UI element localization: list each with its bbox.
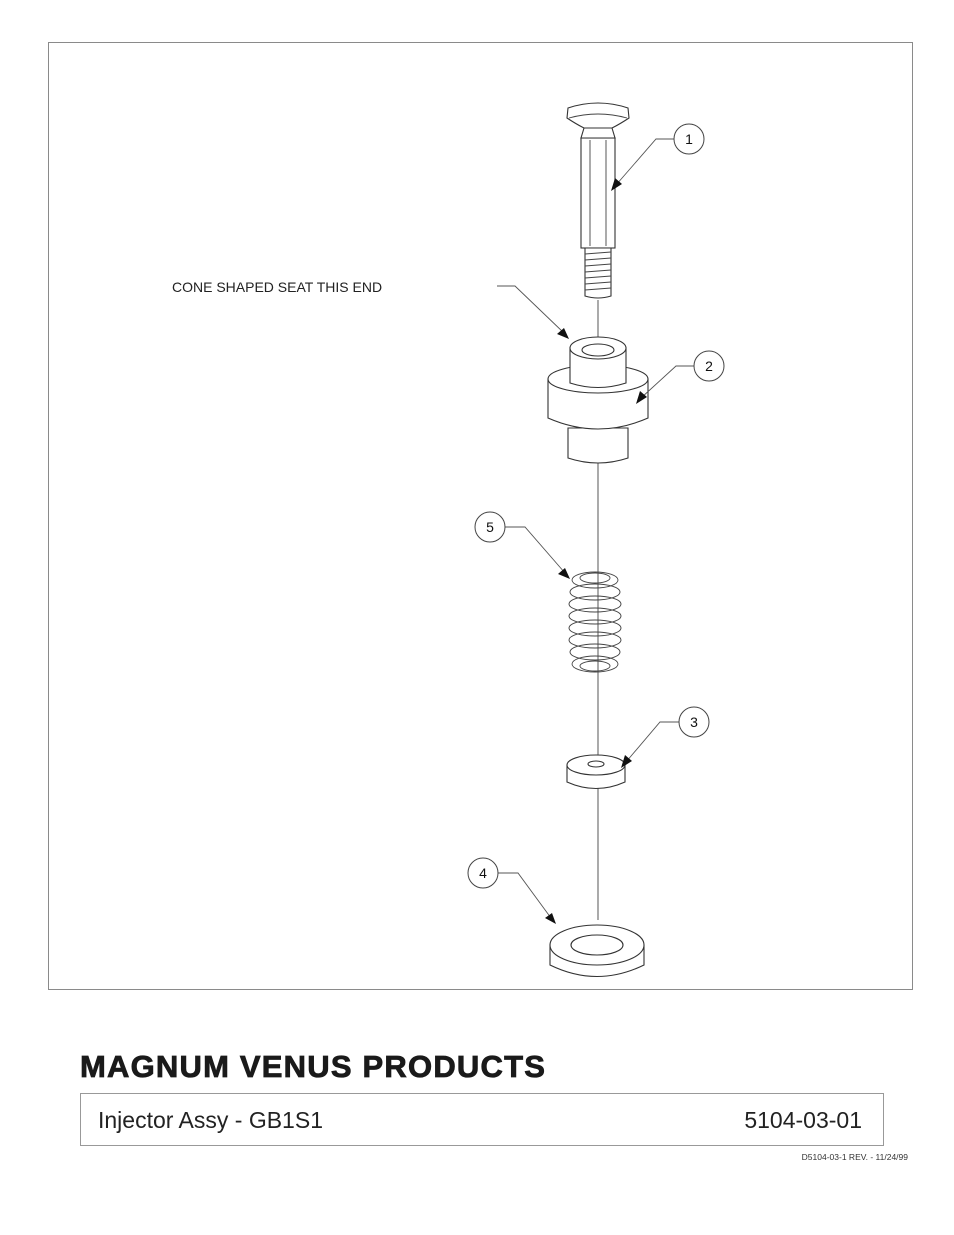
callout-number-5: 5 xyxy=(486,519,494,535)
callout-2: 2 xyxy=(636,350,725,404)
callout-number-4: 4 xyxy=(479,865,487,881)
callout-4: 4 xyxy=(467,857,556,924)
callout-5: 5 xyxy=(474,511,570,579)
callout-3: 3 xyxy=(621,706,710,768)
callout-number-1: 1 xyxy=(685,131,693,147)
part-3-seat-washer xyxy=(566,754,626,790)
part-1-valve-stem xyxy=(566,102,630,299)
part-4-washer xyxy=(549,924,645,977)
company-name: MAGNUM VENUS PRODUCTS xyxy=(80,1049,547,1085)
part-5-spring xyxy=(568,571,622,673)
callout-number-2: 2 xyxy=(705,358,713,374)
callout-1: 1 xyxy=(611,123,705,191)
part-2-injector-body xyxy=(547,336,649,464)
revision-info: D5104-03-1 REV. - 11/24/99 xyxy=(801,1152,908,1162)
cone-seat-note-text: CONE SHAPED SEAT THIS END xyxy=(172,279,382,295)
title-block: Injector Assy - GB1S1 5104-03-01 xyxy=(80,1093,884,1146)
cone-seat-note-callout: CONE SHAPED SEAT THIS END xyxy=(172,279,569,339)
drawing-sheet-border xyxy=(48,42,913,990)
part-number: 5104-03-01 xyxy=(744,1107,862,1133)
callout-number-3: 3 xyxy=(690,714,698,730)
drawing-title: Injector Assy - GB1S1 xyxy=(98,1107,323,1133)
